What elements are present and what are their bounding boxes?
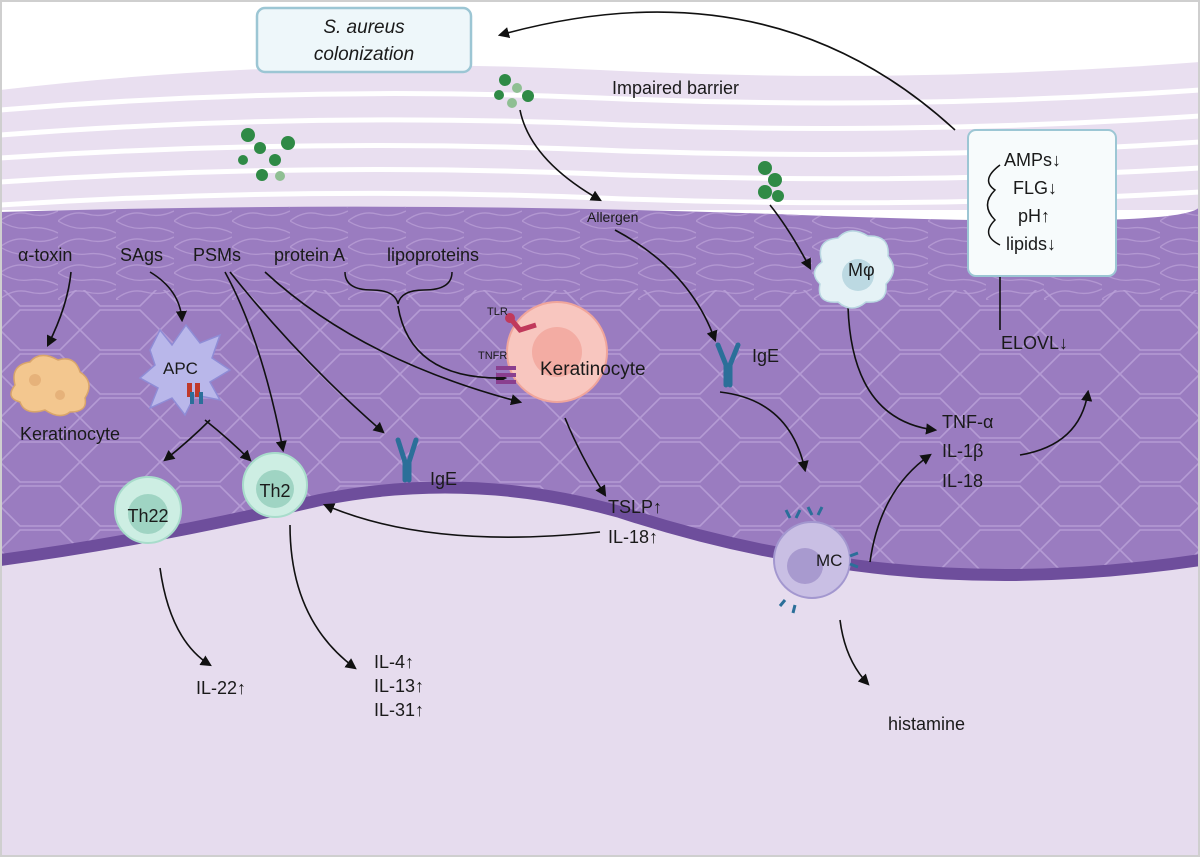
ige-antibody-icon <box>395 437 419 483</box>
apc-label: APC <box>163 359 198 378</box>
bacteria-cluster-icon <box>238 128 295 181</box>
tlr-receptor-icon: TLR <box>487 306 537 333</box>
elovl-label: ELOVL↓ <box>1001 333 1068 353</box>
allergen-label: Allergen <box>587 209 638 225</box>
svg-text:lipids↓: lipids↓ <box>1006 234 1056 254</box>
tslp-label: TSLP↑ <box>608 497 662 517</box>
dermis <box>0 487 1200 857</box>
tnfr-receptor-icon: TNFR <box>478 350 516 384</box>
bacteria-cluster-icon <box>494 74 534 108</box>
keratinocyte-left-label: Keratinocyte <box>20 424 120 444</box>
damaged-keratinocyte: Keratinocyte <box>10 354 120 444</box>
tnfr-label: TNFR <box>478 350 507 362</box>
svg-text:Keratinocyte: Keratinocyte <box>540 359 646 380</box>
tlr-label: TLR <box>487 306 508 318</box>
lipoproteins-label: lipoproteins <box>387 245 479 265</box>
brace <box>344 271 453 305</box>
svg-text:MC: MC <box>816 551 842 570</box>
stratum-corneum <box>0 62 1200 210</box>
arrows <box>46 11 1093 686</box>
il22-label: IL-22↑ <box>196 678 246 698</box>
basement-membrane <box>0 481 1200 581</box>
th22-cell: Th22 <box>114 476 182 544</box>
il1b-label: IL-1β <box>942 441 983 461</box>
svg-text:FLG↓: FLG↓ <box>1013 178 1057 198</box>
svg-text:S. aureus: S. aureus <box>323 17 405 38</box>
impaired-barrier-label: Impaired barrier <box>612 78 739 98</box>
colonization-box: S. aureus colonization <box>255 6 473 74</box>
il13-label: IL-13↑ <box>374 676 424 696</box>
keratinocyte-cell: Keratinocyte <box>506 301 646 403</box>
protein-a-label: protein A <box>274 245 345 265</box>
histamine-label: histamine <box>888 714 965 734</box>
mast-cell: MC <box>773 506 859 614</box>
th2-cell: Th2 <box>242 452 308 518</box>
ige-label-left: IgE <box>430 469 457 489</box>
il4-label: IL-4↑ <box>374 652 414 672</box>
svg-text:AMPs↓: AMPs↓ <box>1004 150 1061 170</box>
il31-label: IL-31↑ <box>374 700 424 720</box>
ige-antibody-icon <box>715 342 741 388</box>
il18-label: IL-18↑ <box>608 527 658 547</box>
tnf-alpha-label: TNF-α <box>942 412 993 432</box>
svg-text:Th2: Th2 <box>259 481 290 501</box>
sags-label: SAgs <box>120 245 163 265</box>
alpha-toxin-label: α-toxin <box>18 245 72 265</box>
macrophage-cell: Mφ <box>813 230 895 309</box>
bacteria-cluster-icon <box>758 161 784 202</box>
svg-text:Th22: Th22 <box>127 506 168 526</box>
svg-text:Mφ: Mφ <box>848 260 875 280</box>
svg-text:pH↑: pH↑ <box>1018 206 1050 226</box>
il18-right-label: IL-18 <box>942 471 983 491</box>
apc-cell: APC <box>138 323 232 417</box>
barrier-factors-box: AMPs↓ FLG↓ pH↑ lipids↓ <box>967 129 1117 277</box>
psms-label: PSMs <box>193 245 241 265</box>
svg-text:colonization: colonization <box>314 44 414 65</box>
ige-label-right: IgE <box>752 346 779 366</box>
